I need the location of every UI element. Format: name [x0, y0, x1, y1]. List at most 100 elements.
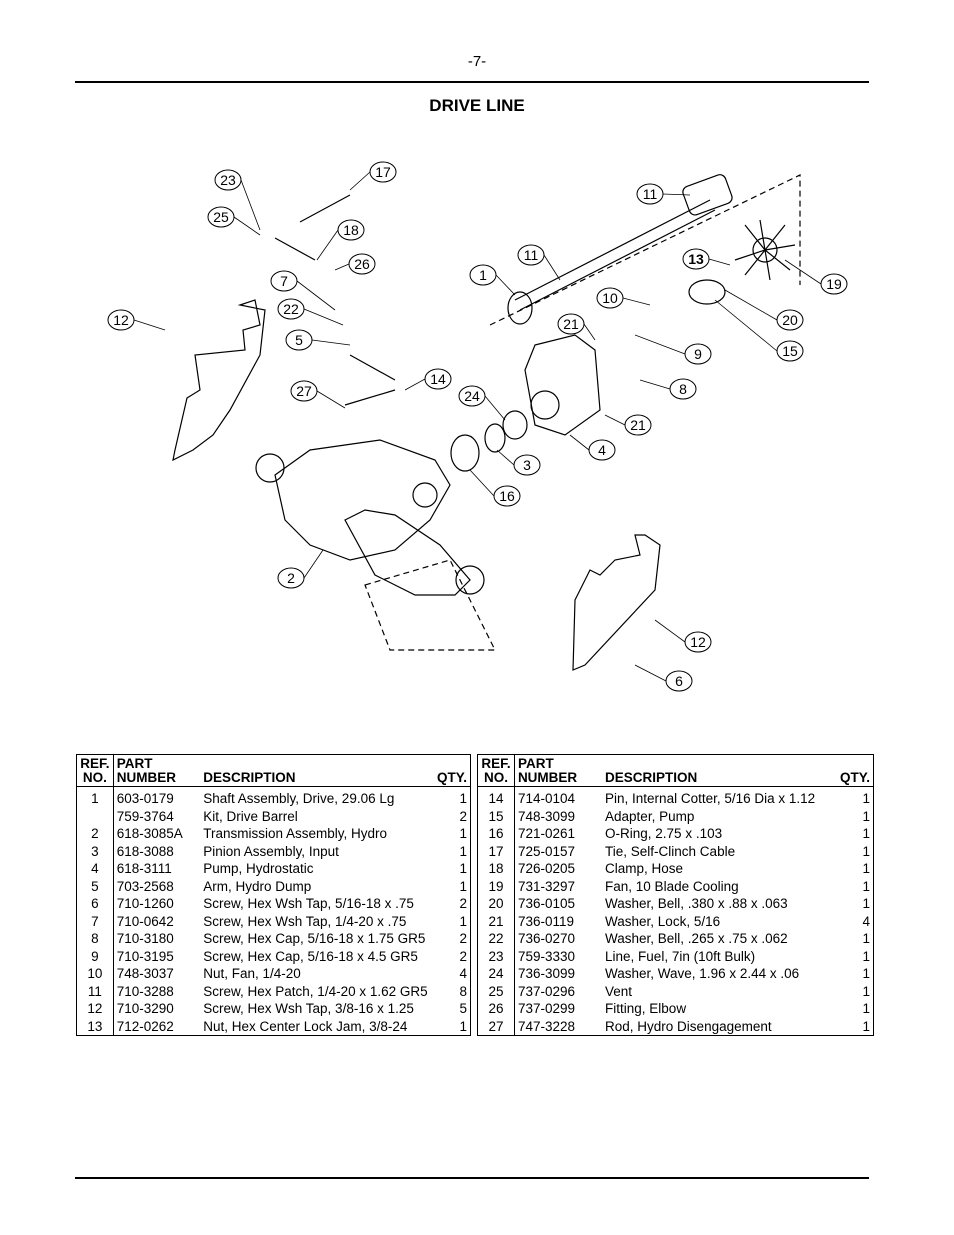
ref-cell: 25: [477, 982, 515, 1000]
svg-text:11: 11: [524, 247, 539, 263]
callout-21-upper: 21: [557, 313, 585, 335]
description-cell: Washer, Bell, .265 x .75 x .062: [605, 931, 788, 946]
page-title: DRIVE LINE: [429, 96, 525, 115]
ref-cell: 26: [477, 1000, 515, 1018]
svg-text:16: 16: [499, 488, 515, 504]
part-number-cell: 736-0119: [517, 913, 574, 929]
qty-cell: 1: [862, 1018, 870, 1034]
callout-25: 25: [207, 206, 235, 228]
svg-text:27: 27: [296, 383, 312, 399]
callout-21-lower: 21: [624, 414, 652, 436]
part-number-cell: 721-0261: [517, 826, 575, 841]
qty-cell: 1: [862, 931, 870, 946]
ref-cell: 17: [477, 842, 515, 860]
o-ring: [450, 434, 480, 472]
ref-cell: 5: [76, 877, 114, 895]
header-qty: QTY.: [836, 754, 874, 787]
part-number-cell: 748-3099: [517, 808, 575, 824]
qty-cell: 1: [862, 983, 870, 999]
callout-1: 1: [469, 264, 497, 286]
description-cell: Line, Fuel, 7in (10ft Bulk): [605, 948, 756, 964]
svg-text:1: 1: [479, 267, 487, 283]
svg-text:10: 10: [602, 290, 618, 306]
ref-cell: 12: [76, 1000, 114, 1018]
hydro-dump-arm: [349, 354, 396, 381]
ref-cell: [76, 807, 114, 825]
part-number-cell: 710-1260: [116, 896, 174, 911]
fan-blades: [734, 219, 796, 281]
qty-cell: 2: [459, 808, 467, 824]
qty-cell: 1: [459, 861, 467, 876]
callout-3: 3: [513, 454, 541, 476]
qty-cell: 1: [862, 861, 870, 876]
qty-cell: 1: [459, 1018, 467, 1034]
part-number-cell: 737-0296: [517, 983, 575, 999]
right-frame-panel: [572, 534, 661, 671]
callout-4: 4: [588, 439, 616, 461]
svg-text:9: 9: [694, 346, 702, 362]
left-hub: [255, 453, 285, 483]
qty-cell: 1: [459, 791, 467, 806]
header-qty: QTY.: [433, 754, 471, 787]
ref-cell: 6: [76, 895, 114, 913]
ref-cell: 20: [477, 895, 515, 913]
svg-text:21: 21: [563, 316, 579, 332]
svg-text:22: 22: [283, 301, 299, 317]
svg-text:2: 2: [287, 570, 295, 586]
part-number-cell: 731-3297: [517, 878, 575, 894]
pump-adapter: [688, 279, 726, 305]
top-rule: [75, 81, 869, 83]
left-frame-panel: [172, 299, 266, 462]
callout-5: 5: [285, 329, 313, 351]
svg-text:17: 17: [375, 164, 391, 180]
svg-text:3: 3: [523, 457, 531, 473]
description-cell: Rod, Hydro Disengagement: [605, 1018, 772, 1034]
ref-cell: 7: [76, 912, 114, 930]
ref-cell: 27: [477, 1017, 515, 1036]
description-cell: Nut, Hex Center Lock Jam, 3/8-24: [203, 1018, 408, 1034]
description-cell: Screw, Hex Wsh Tap, 3/8-16 x 1.25: [203, 1001, 414, 1016]
cable-tie: [299, 194, 351, 223]
part-number-cell: 759-3330: [517, 948, 575, 964]
description-cell: Tie, Self-Clinch Cable: [605, 843, 736, 859]
qty-cell: 2: [459, 948, 467, 964]
svg-text:15: 15: [782, 343, 798, 359]
qty-cell: 2: [459, 931, 467, 946]
callout-26: 26: [348, 253, 376, 275]
svg-text:24: 24: [464, 388, 480, 404]
svg-text:7: 7: [280, 273, 288, 289]
callout-12-right: 12: [684, 631, 712, 653]
callout-27: 27: [290, 380, 318, 402]
svg-text:23: 23: [220, 172, 236, 188]
callout-20: 20: [776, 309, 804, 331]
svg-text:4: 4: [598, 442, 606, 458]
qty-cell: 1: [862, 948, 870, 964]
callout-6: 6: [665, 670, 693, 692]
qty-cell: 1: [459, 878, 467, 894]
description-cell: Washer, Bell, .380 x .88 x .063: [605, 896, 788, 911]
part-number-cell: 618-3111: [116, 861, 172, 876]
svg-text:13: 13: [688, 251, 704, 267]
description-cell: Fan, 10 Blade Cooling: [605, 878, 739, 894]
header-description: DESCRIPTION: [200, 754, 434, 787]
part-number-cell: 703-2568: [116, 878, 174, 894]
qty-cell: 2: [459, 896, 467, 911]
right-hub: [455, 565, 485, 595]
hydro-disengagement-rod: [344, 389, 396, 406]
